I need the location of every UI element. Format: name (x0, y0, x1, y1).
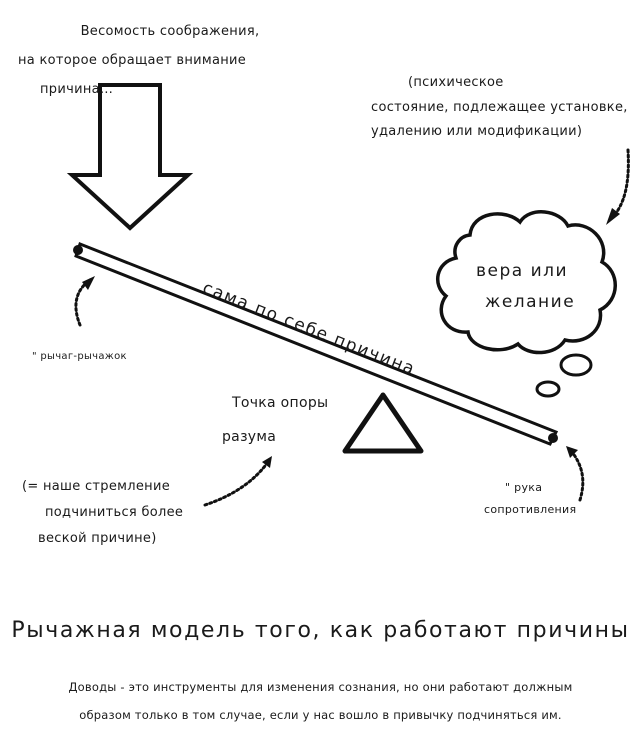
resistance-label-1: " рука (505, 481, 543, 494)
thought-bubble-small (535, 380, 561, 398)
weight-label-2: на которое обращает внимание (18, 53, 247, 68)
mental-state-label-1: (психическое (408, 75, 504, 90)
caption-line-1: Доводы - это инструменты для изменения с… (68, 680, 573, 694)
lever-end-left (73, 245, 83, 255)
arrowhead-lever-left (82, 276, 95, 290)
mental-state-label-3: удалению или модификации) (371, 124, 583, 139)
arrowhead-cloud (606, 208, 620, 225)
weight-label-3: причина… (40, 82, 114, 97)
mental-state-label-2: состояние, подлежащее установке, (371, 100, 628, 115)
resistance-label-2: сопротивления (484, 503, 577, 516)
cloud-text-1: вера или (476, 261, 569, 281)
figure-title: Рычажная модель того, как работают причи… (11, 618, 630, 643)
fulcrum-label-1: Точка опоры (232, 395, 329, 411)
arrowhead-fulcrum (262, 456, 272, 468)
lever-arm-label: " рычаг-рычажок (32, 351, 127, 362)
down-arrow-icon (66, 83, 194, 231)
arrowhead-lever-right (566, 446, 578, 458)
fulcrum-triangle (342, 392, 424, 454)
striving-label-2: подчиниться более (45, 505, 184, 520)
thought-cloud (435, 210, 617, 355)
dotted-arrow-to-fulcrum (203, 460, 270, 507)
lever-end-right (548, 433, 558, 443)
fulcrum-label-2: разума (222, 429, 277, 445)
striving-label-3: веской причине) (38, 531, 157, 546)
caption-line-2: образом только в том случае, если у нас … (79, 708, 562, 722)
cloud-text-2: желание (485, 292, 576, 312)
dotted-arrow-to-lever-right (570, 450, 585, 502)
thought-bubble-large (559, 353, 593, 377)
weight-label-1: Весомость соображения, (80, 24, 260, 39)
striving-label-1: (= наше стремление (22, 479, 171, 494)
dotted-arrow-to-cloud (610, 148, 630, 220)
